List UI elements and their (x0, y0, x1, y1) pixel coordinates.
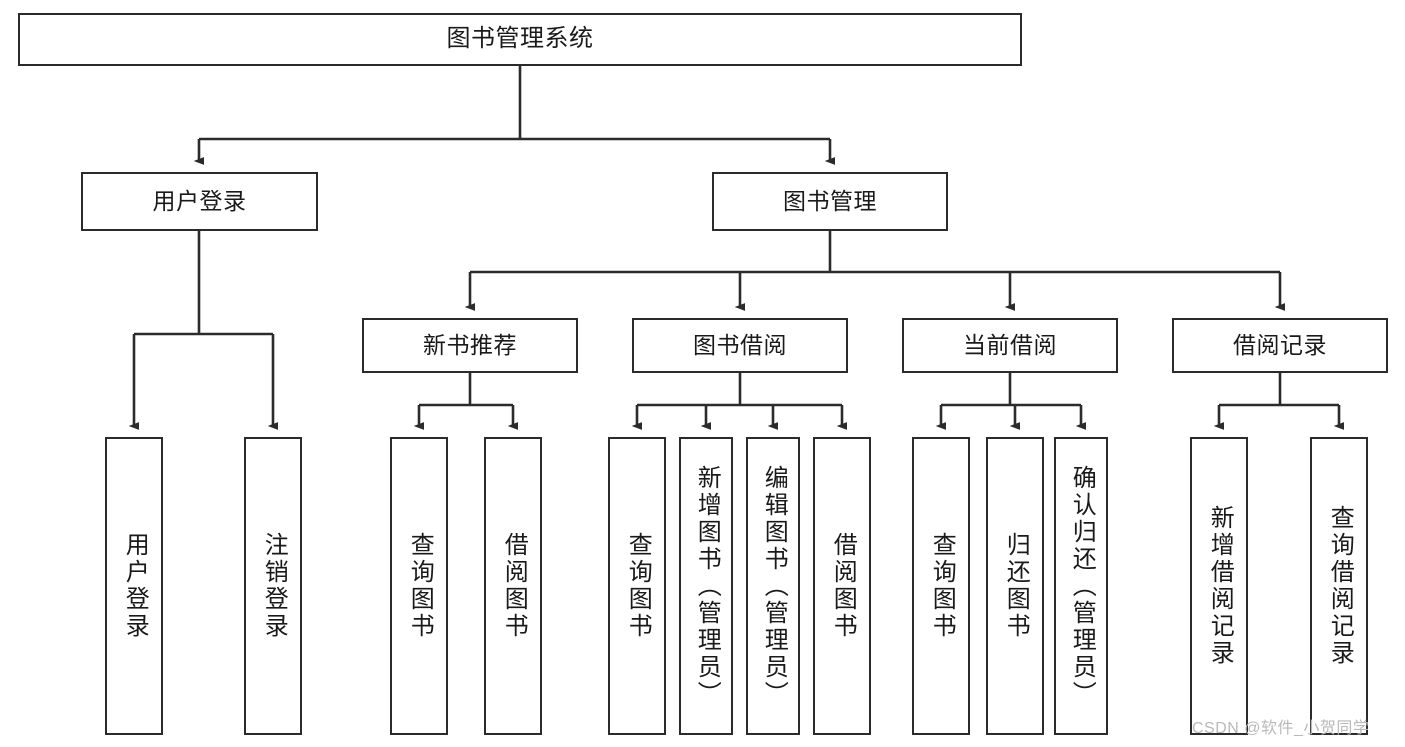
node-leaf-query-borrow-record[interactable]: 查询借阅记录 (1310, 437, 1368, 735)
node-book-management[interactable]: 图书管理 (712, 172, 948, 231)
edge-bookmanage-to-level3 (470, 231, 1280, 307)
node-leaf-add-book-admin[interactable]: 新增图书（管理员） (679, 437, 733, 735)
node-leaf-edit-book-admin[interactable]: 编辑图书（管理员） (746, 437, 800, 735)
node-leaf-query-book-current[interactable]: 查询图书 (912, 437, 970, 735)
node-leaf-query-book-newbook[interactable]: 查询图书 (390, 437, 448, 735)
node-borrowing-record[interactable]: 借阅记录 (1172, 318, 1388, 373)
edge-bookborrow-to-leaves (637, 373, 842, 426)
node-label: 借阅图书 (829, 532, 857, 640)
node-leaf-borrow-book[interactable]: 借阅图书 (813, 437, 871, 735)
node-label: 新书推荐 (423, 331, 517, 358)
node-current-borrowing[interactable]: 当前借阅 (902, 318, 1118, 373)
node-user-login[interactable]: 用户登录 (81, 172, 318, 231)
edge-newbook-to-leaves (419, 373, 513, 426)
node-label: 图书管理系统 (446, 25, 594, 53)
node-label: 查询借阅记录 (1326, 505, 1354, 667)
node-leaf-user-login[interactable]: 用户登录 (105, 437, 163, 735)
node-leaf-query-book-borrow[interactable]: 查询图书 (608, 437, 666, 735)
node-label: 注销登录 (260, 532, 288, 640)
node-new-book-recommendation[interactable]: 新书推荐 (362, 318, 578, 373)
node-label: 编辑图书（管理员） (760, 464, 788, 708)
node-label: 查询图书 (624, 532, 652, 640)
node-leaf-confirm-return-admin[interactable]: 确认归还（管理员） (1054, 437, 1108, 735)
node-label: 新增图书（管理员） (693, 464, 721, 708)
node-label: 图书管理 (783, 187, 877, 214)
node-leaf-logout[interactable]: 注销登录 (244, 437, 302, 735)
node-label: 确认归还（管理员） (1068, 464, 1096, 708)
node-label: 用户登录 (121, 532, 149, 640)
edge-userlogin-to-leaves (134, 231, 273, 426)
node-label: 查询图书 (928, 532, 956, 640)
node-book-borrowing[interactable]: 图书借阅 (632, 318, 848, 373)
node-label: 当前借阅 (963, 331, 1057, 358)
watermark-text: CSDN @软件_小贺同学 (1192, 720, 1370, 737)
node-leaf-return-book[interactable]: 归还图书 (986, 437, 1044, 735)
edge-currentborrow-to-leaves (941, 373, 1081, 426)
node-label: 借阅记录 (1233, 331, 1327, 358)
node-label: 借阅图书 (500, 532, 528, 640)
node-leaf-add-borrow-record[interactable]: 新增借阅记录 (1190, 437, 1248, 735)
node-label: 归还图书 (1002, 532, 1030, 640)
edge-root-to-level2 (199, 66, 830, 161)
edge-borrowrecord-to-leaves (1219, 373, 1339, 426)
node-label: 图书借阅 (693, 331, 787, 358)
node-leaf-borrow-book-newbook[interactable]: 借阅图书 (484, 437, 542, 735)
node-label: 查询图书 (406, 532, 434, 640)
node-label: 用户登录 (152, 187, 247, 214)
node-root-system[interactable]: 图书管理系统 (18, 13, 1022, 66)
node-label: 新增借阅记录 (1206, 505, 1234, 667)
